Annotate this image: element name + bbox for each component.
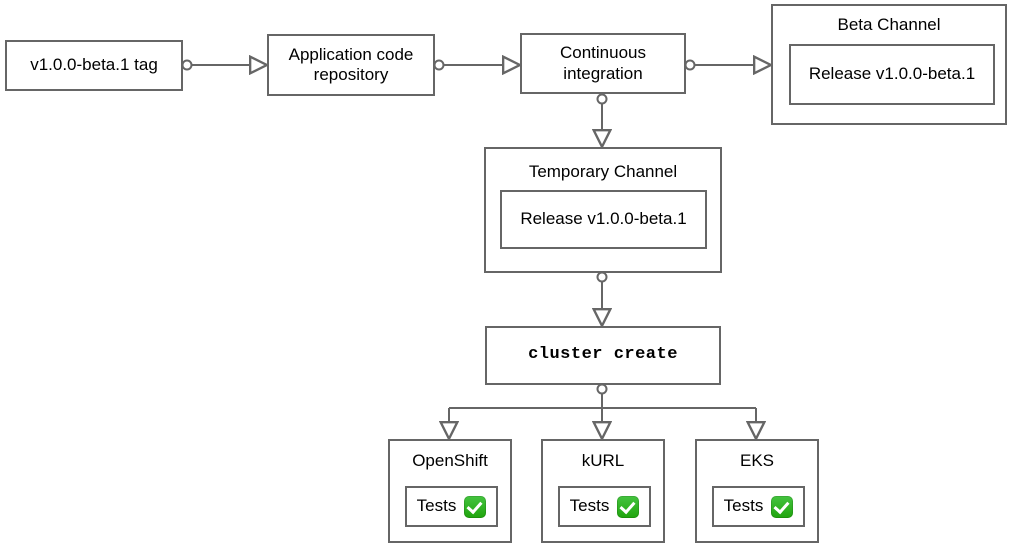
edge-source-dot [596, 93, 608, 105]
cluster-create-label: cluster create [528, 345, 678, 365]
openshift-tests-label: Tests [416, 496, 457, 516]
beta-channel-release-label: Release v1.0.0-beta.1 [808, 64, 976, 84]
kurl-tests-box[interactable]: Tests [558, 486, 651, 527]
eks-tests-box[interactable]: Tests [712, 486, 805, 527]
check-mark-button-icon [771, 495, 794, 518]
kurl-title: kURL [581, 451, 625, 470]
edge-source-dot [181, 59, 193, 71]
node-kurl[interactable]: kURL Tests [541, 439, 665, 543]
eks-tests-label: Tests [723, 496, 764, 516]
edge-source-dot [596, 271, 608, 283]
kurl-tests-label: Tests [569, 496, 610, 516]
node-tag-label: v1.0.0-beta.1 tag [30, 55, 158, 75]
edge-source-dot [684, 59, 696, 71]
check-mark-button-icon [617, 495, 640, 518]
openshift-tests-box[interactable]: Tests [405, 486, 498, 527]
beta-channel-title: Beta Channel [837, 15, 941, 34]
openshift-title: OpenShift [412, 451, 488, 470]
eks-title: EKS [739, 451, 775, 470]
node-temporary-channel[interactable]: Temporary Channel Release v1.0.0-beta.1 [484, 147, 722, 273]
check-mark-button-icon [464, 495, 487, 518]
node-continuous-integration[interactable]: Continuous integration [520, 33, 686, 94]
node-ci-label: Continuous integration [559, 43, 646, 83]
edge-source-dot [596, 383, 608, 395]
node-repository-label: Application code repository [288, 44, 414, 84]
temporary-channel-title: Temporary Channel [528, 162, 678, 181]
node-openshift[interactable]: OpenShift Tests [388, 439, 512, 543]
node-application-code-repository[interactable]: Application code repository [267, 34, 435, 96]
node-eks[interactable]: EKS Tests [695, 439, 819, 543]
node-cluster-create[interactable]: cluster create [485, 326, 721, 385]
temporary-channel-release-box[interactable]: Release v1.0.0-beta.1 [500, 190, 707, 249]
beta-channel-release-box[interactable]: Release v1.0.0-beta.1 [789, 44, 995, 105]
node-tag[interactable]: v1.0.0-beta.1 tag [5, 40, 183, 91]
node-beta-channel[interactable]: Beta Channel Release v1.0.0-beta.1 [771, 4, 1007, 125]
temporary-channel-release-label: Release v1.0.0-beta.1 [520, 209, 687, 229]
edge-source-dot [433, 59, 445, 71]
